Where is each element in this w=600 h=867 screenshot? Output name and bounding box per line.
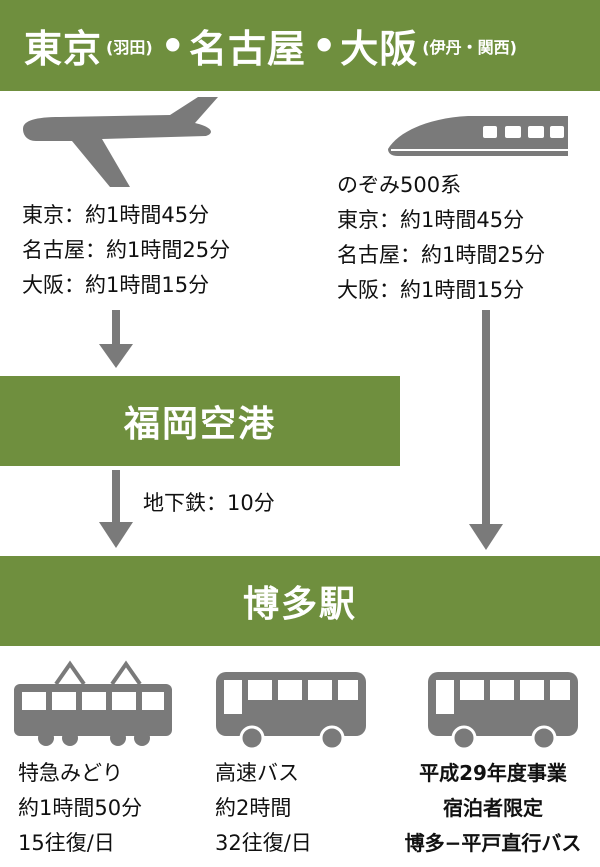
arrow-down-icon [99,310,133,368]
arrow-down-icon [99,470,133,548]
bus-icon [216,672,366,750]
direct-bus-route: 博多−平戸直行バス [404,831,582,855]
highway-bus-info: 高速バス 約2時間 32往復/日 [215,756,312,861]
fukuoka-airport-label: 福岡空港 [123,404,276,445]
direct-bus-info: 平成29年度事業 宿泊者限定 博多−平戸直行バス [388,756,598,861]
express-info: 特急みどり 約1時間50分 15往復/日 [18,756,142,861]
header-tokyo-note: (羽田) [106,37,153,57]
header-nagoya: 名古屋 [188,27,306,71]
direct-bus-restriction: 宿泊者限定 [443,796,543,820]
highway-bus-duration: 約2時間 [215,796,292,820]
hakata-station-label: 博多駅 [242,584,357,625]
header-banner: 東京 (羽田) • 名古屋 • 大阪 (伊丹・関西) [0,0,600,91]
subway-label: 地下鉄：10分 [143,491,275,515]
header-separator-1: • [160,23,185,68]
highway-bus-name: 高速バス [215,761,299,785]
air-time-osaka: 大阪：約1時間15分 [22,273,210,297]
arrow-down-icon [469,310,503,550]
air-times: 東京：約1時間45分 名古屋：約1時間25分 大阪：約1時間15分 [22,198,230,303]
hakata-station-banner: 博多駅 [0,556,600,646]
air-time-tokyo: 東京：約1時間45分 [22,203,210,227]
direct-bus-program: 平成29年度事業 [419,761,567,785]
air-time-nagoya: 名古屋：約1時間25分 [22,238,231,262]
train-icon [14,660,172,746]
shinkansen-icon [388,116,568,156]
header-osaka: 大阪 [340,27,419,71]
bus-icon [428,672,578,750]
airplane-icon [23,97,218,187]
rail-time-osaka: 大阪：約1時間15分 [337,278,525,302]
header-separator-2: • [311,23,337,68]
highway-bus-frequency: 32往復/日 [215,831,312,855]
fukuoka-airport-banner: 福岡空港 [0,376,400,466]
rail-time-nagoya: 名古屋：約1時間25分 [337,243,546,267]
express-duration: 約1時間50分 [18,796,143,820]
express-frequency: 15往復/日 [18,831,115,855]
rail-train-name: のぞみ500系 [337,173,462,197]
subway-time: 地下鉄：10分 [143,486,275,521]
express-name: 特急みどり [18,761,123,785]
rail-time-tokyo: 東京：約1時間45分 [337,208,525,232]
rail-times: のぞみ500系 東京：約1時間45分 名古屋：約1時間25分 大阪：約1時間15… [337,168,545,308]
header-osaka-note: (伊丹・関西) [422,37,517,57]
header-tokyo: 東京 [24,27,103,71]
